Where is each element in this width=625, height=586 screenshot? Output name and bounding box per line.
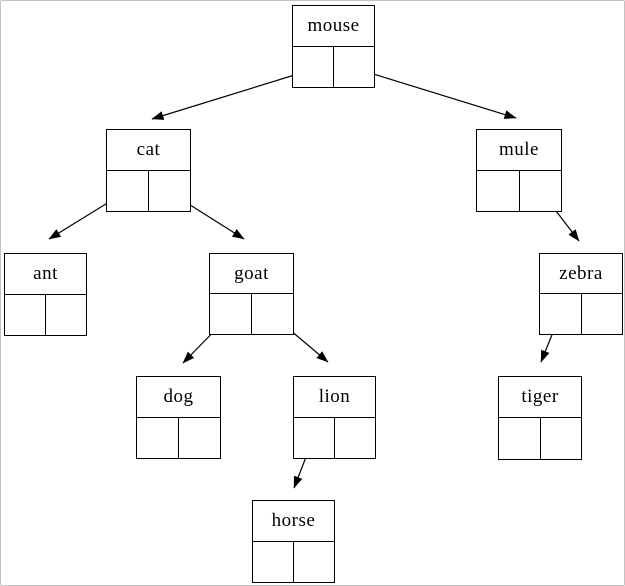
node-label-tiger: tiger (499, 377, 581, 418)
node-label-zebra: zebra (540, 254, 622, 294)
left-pointer-cell-tiger (499, 418, 541, 459)
right-pointer-cell-tiger (541, 418, 582, 459)
right-pointer-cell-lion (335, 418, 375, 459)
right-pointer-cell-goat (252, 294, 293, 334)
node-label-dog: dog (137, 377, 220, 418)
right-pointer-cell-zebra (582, 294, 623, 334)
left-pointer-cell-horse (253, 541, 294, 582)
left-pointer-cell-mouse (293, 46, 334, 87)
right-pointer-cell-horse (294, 542, 334, 583)
left-pointer-cell-ant (5, 294, 46, 335)
node-label-mouse: mouse (293, 6, 374, 47)
tree-node-lion: lion (293, 376, 376, 459)
left-pointer-cell-lion (294, 417, 335, 458)
tree-node-mule: mule (476, 129, 562, 212)
right-pointer-cell-ant (46, 295, 86, 336)
tree-node-dog: dog (136, 376, 221, 459)
left-pointer-cell-zebra (540, 294, 582, 334)
left-pointer-cell-cat (107, 170, 149, 211)
tree-node-zebra: zebra (539, 253, 623, 335)
right-pointer-cell-dog (179, 418, 220, 459)
node-label-lion: lion (294, 377, 375, 418)
right-pointer-cell-mouse (334, 47, 374, 88)
tree-node-tiger: tiger (498, 376, 582, 460)
node-label-horse: horse (253, 501, 334, 542)
right-pointer-cell-mule (520, 171, 562, 212)
node-label-cat: cat (107, 130, 190, 171)
node-label-ant: ant (5, 254, 86, 295)
tree-node-horse: horse (252, 500, 335, 583)
node-label-goat: goat (210, 254, 293, 294)
tree-node-cat: cat (106, 129, 191, 212)
tree-node-mouse: mouse (292, 5, 375, 88)
edge-mouse-left-to-cat (151, 68, 315, 120)
left-pointer-cell-mule (477, 170, 520, 211)
left-pointer-cell-dog (137, 417, 179, 458)
node-label-mule: mule (477, 130, 561, 171)
edge-mouse-right-to-mule (353, 67, 517, 119)
tree-node-ant: ant (4, 253, 87, 336)
right-pointer-cell-cat (149, 171, 190, 212)
tree-node-goat: goat (209, 253, 294, 335)
left-pointer-cell-goat (210, 294, 252, 334)
